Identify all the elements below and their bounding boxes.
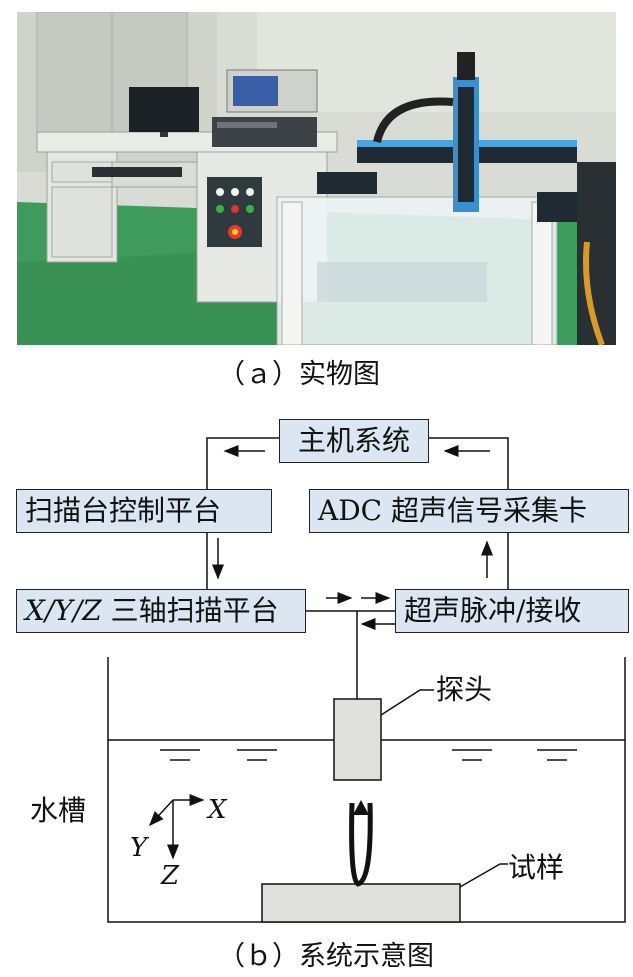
sample-block — [261, 883, 461, 923]
adc-acquisition-card-box: ADC 超声信号采集卡 — [309, 489, 629, 533]
caption-a: （ａ）实物图 — [218, 359, 380, 390]
xyz-axes-text: X/Y/Z — [25, 594, 102, 627]
sample-label: 试样 — [508, 851, 565, 884]
scan-control-platform-box: 扫描台控制平台 — [16, 489, 272, 533]
lab-equipment-photo — [17, 12, 616, 345]
xyz-scan-platform-box: X/Y/Z 三轴扫描平台 — [16, 589, 306, 633]
xyz-platform-text: 三轴扫描平台 — [101, 594, 279, 627]
axis-z-label: Z — [161, 861, 180, 891]
water-tank-label: 水槽 — [30, 794, 87, 827]
host-system-box: 主机系统 — [279, 419, 429, 463]
probe — [333, 698, 382, 781]
caption-b: （ｂ）系统示意图 — [218, 941, 434, 972]
axis-y-label: Y — [130, 833, 148, 863]
probe-label: 探头 — [436, 673, 493, 706]
pulser-receiver-box: 超声脉冲/接收 — [395, 589, 629, 633]
ultrasonic-beam — [349, 802, 373, 887]
axis-x-label: X — [208, 795, 227, 825]
